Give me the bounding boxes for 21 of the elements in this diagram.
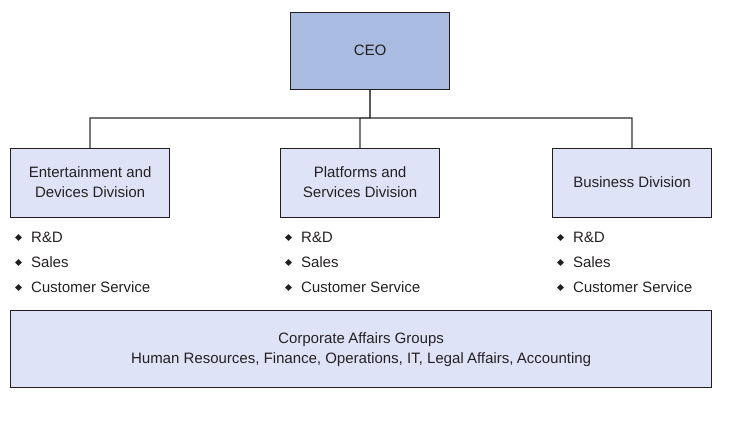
node-title: CEO — [352, 41, 388, 61]
node-title: Business Division — [572, 173, 692, 193]
list-item: Customer Service — [573, 278, 692, 298]
list-item: Customer Service — [301, 278, 420, 298]
groups-box — [10, 310, 712, 388]
list-item: Sales — [573, 253, 611, 273]
node-title: Corporate Affairs Groups — [277, 329, 445, 349]
division-box — [552, 148, 712, 218]
list-item: R&D — [301, 228, 333, 248]
list-item: R&D — [31, 228, 63, 248]
connector-line — [369, 90, 633, 148]
node-title: Platforms and Services Division — [302, 163, 418, 203]
executive-box — [290, 12, 450, 90]
node-body: Human Resources, Finance, Operations, IT, Legal Affairs, Accounting — [130, 349, 592, 369]
node-title: Entertainment and Devices Division — [28, 163, 152, 203]
division-box — [10, 148, 170, 218]
list-item: Customer Service — [31, 278, 150, 298]
list-item: Sales — [31, 253, 69, 273]
list-item: Sales — [301, 253, 339, 273]
list-item: R&D — [573, 228, 605, 248]
division-box — [280, 148, 440, 218]
